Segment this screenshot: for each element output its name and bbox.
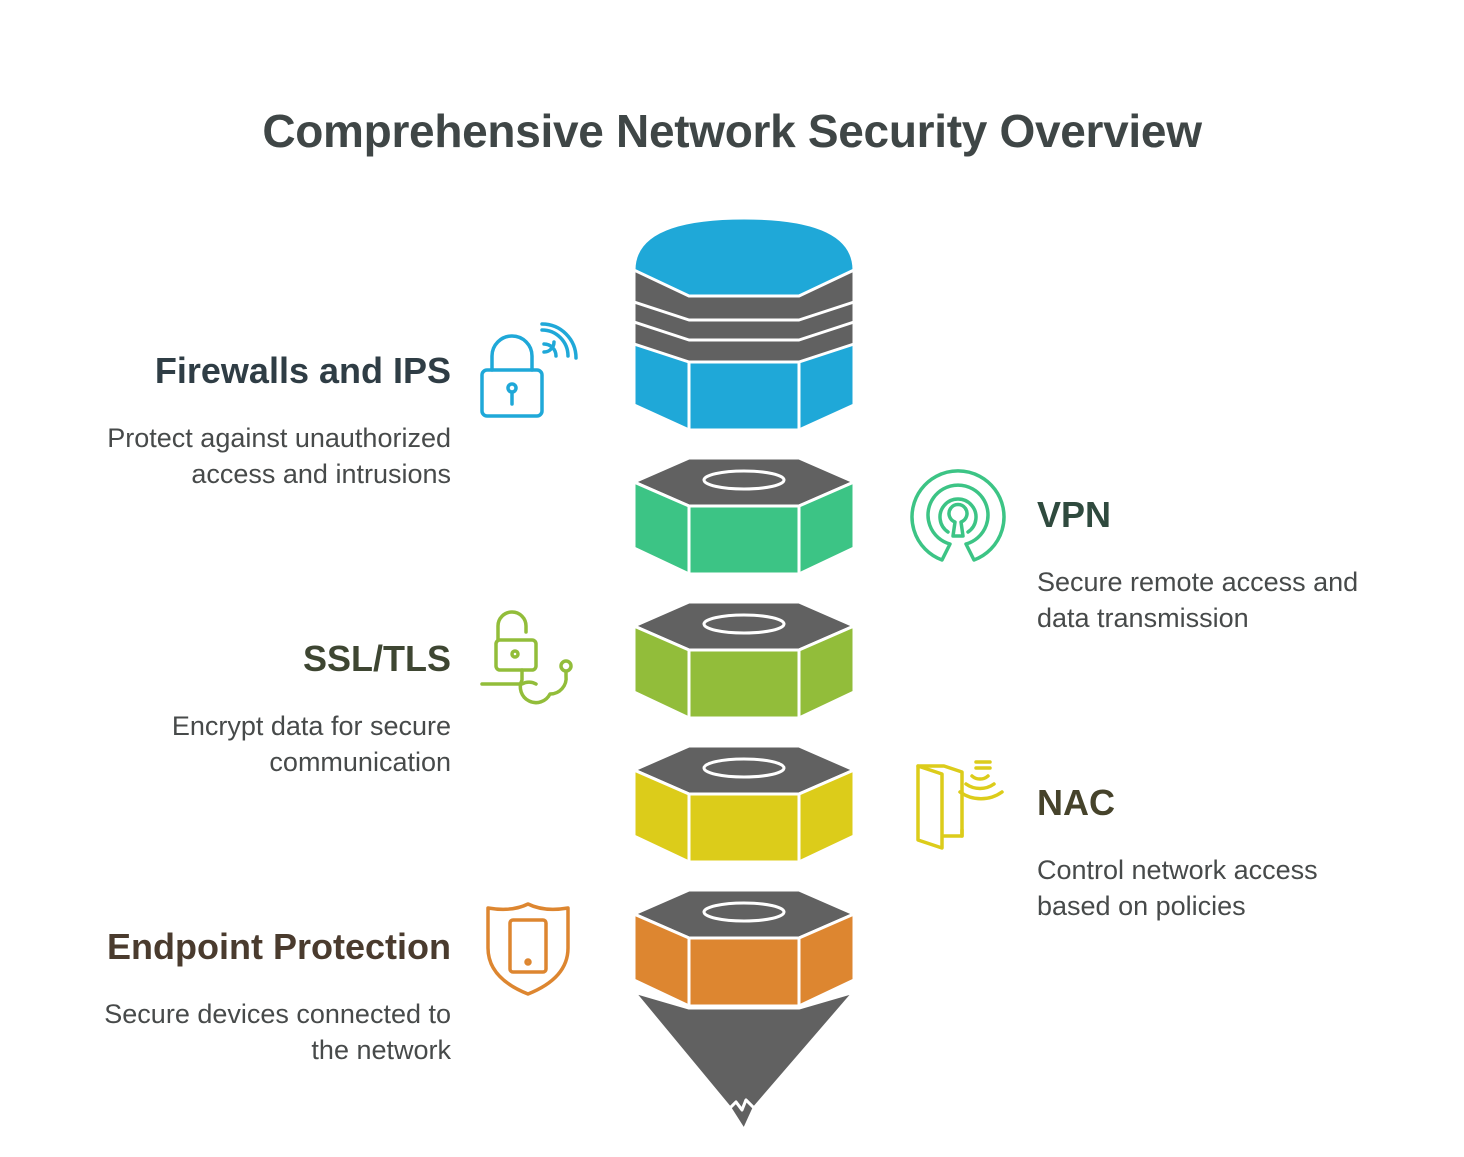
stack-layer-nac bbox=[632, 744, 856, 864]
vpn-heading: VPN bbox=[1037, 494, 1112, 535]
nac-heading: NAC bbox=[1037, 782, 1115, 823]
endpoint-description-line: Secure devices connected to bbox=[104, 999, 451, 1029]
stack-layer-endpoint bbox=[632, 888, 856, 1132]
ssl-description-line: Encrypt data for secure bbox=[171, 711, 451, 741]
keyhole-signal-icon bbox=[910, 469, 1006, 562]
firewalls-description-line: access and intrusions bbox=[191, 459, 451, 489]
firewalls-description-line: Protect against unauthorized bbox=[107, 423, 451, 453]
open-lock-cable-icon bbox=[480, 610, 573, 705]
firewalls-heading: Firewalls and IPS bbox=[154, 350, 451, 391]
door-access-icon bbox=[916, 760, 1004, 850]
lock-wifi-icon bbox=[480, 322, 578, 418]
ssl-description: Encrypt data for secure communication bbox=[31, 708, 451, 780]
nac-description: Control network access based on policies bbox=[1037, 852, 1437, 924]
vpn-description: Secure remote access and data transmissi… bbox=[1037, 564, 1437, 636]
endpoint-description: Secure devices connected to the network bbox=[31, 996, 451, 1068]
endpoint-heading: Endpoint Protection bbox=[107, 926, 451, 967]
diagram-title: Comprehensive Network Security Overview bbox=[262, 105, 1202, 157]
stack-layer-firewalls bbox=[632, 216, 856, 432]
nac-description-line: based on policies bbox=[1037, 891, 1246, 921]
endpoint-description-line: the network bbox=[311, 1035, 451, 1065]
ssl-description-line: communication bbox=[269, 747, 451, 777]
vpn-description-line: data transmission bbox=[1037, 603, 1249, 633]
shield-device-icon bbox=[486, 902, 570, 996]
nac-description-line: Control network access bbox=[1037, 855, 1318, 885]
vpn-description-line: Secure remote access and bbox=[1037, 567, 1359, 597]
ssl-heading: SSL/TLS bbox=[302, 638, 451, 679]
stack-layer-vpn bbox=[632, 456, 856, 576]
stack-layer-ssl bbox=[632, 600, 856, 720]
firewalls-description: Protect against unauthorized access and … bbox=[31, 420, 451, 492]
